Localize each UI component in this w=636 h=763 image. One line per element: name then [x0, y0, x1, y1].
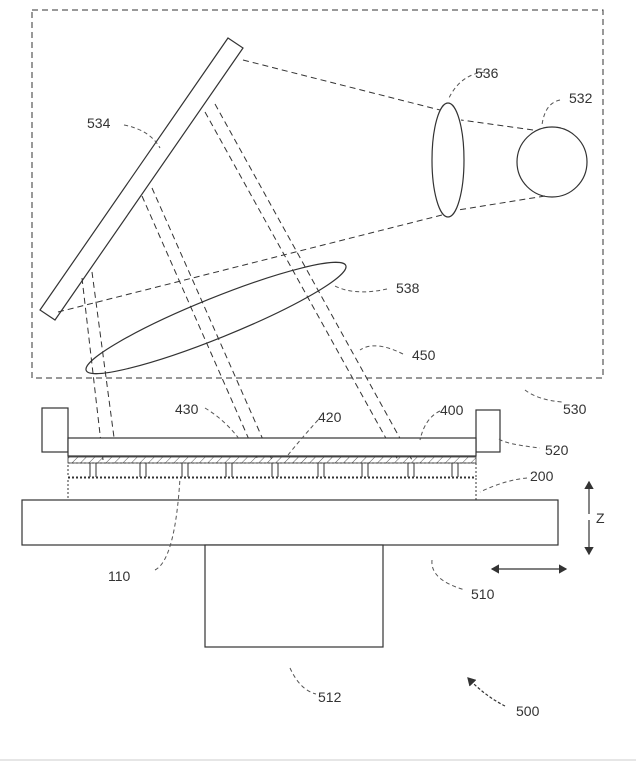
clamp-left-520: [42, 408, 68, 452]
label-110: 110: [108, 568, 131, 584]
optics-module-boundary: [32, 10, 603, 378]
carrier-200: [68, 478, 476, 500]
label-500: 500: [516, 703, 540, 719]
mirror-534: [40, 38, 243, 320]
label-538: 538: [396, 280, 420, 296]
base-512: [205, 545, 383, 647]
label-z: Z: [596, 510, 605, 526]
beam-source-lens-bottom: [458, 196, 545, 210]
arrow-500: [468, 678, 505, 706]
spacers-110: [90, 463, 458, 477]
clamp-right-520: [476, 410, 500, 452]
reflected-beams-450: [82, 104, 412, 460]
label-200: 200: [530, 468, 554, 484]
label-536: 536: [475, 65, 499, 81]
label-530: 530: [563, 401, 587, 417]
light-source-532: [517, 127, 587, 197]
layer-420: [68, 457, 476, 463]
label-532: 532: [569, 90, 593, 106]
label-534: 534: [87, 115, 111, 131]
label-510: 510: [471, 586, 495, 602]
substrate-400: [68, 438, 476, 456]
beam-lens-mirror-top: [243, 60, 440, 110]
lens-536: [432, 103, 464, 217]
label-520: 520: [545, 442, 569, 458]
lens-538: [79, 247, 354, 389]
label-450: 450: [412, 347, 436, 363]
label-400: 400: [440, 402, 464, 418]
stage-510: [22, 500, 558, 545]
label-512: 512: [318, 689, 342, 705]
label-420: 420: [318, 409, 342, 425]
beam-source-lens-top: [461, 120, 533, 130]
label-430: 430: [175, 401, 199, 417]
